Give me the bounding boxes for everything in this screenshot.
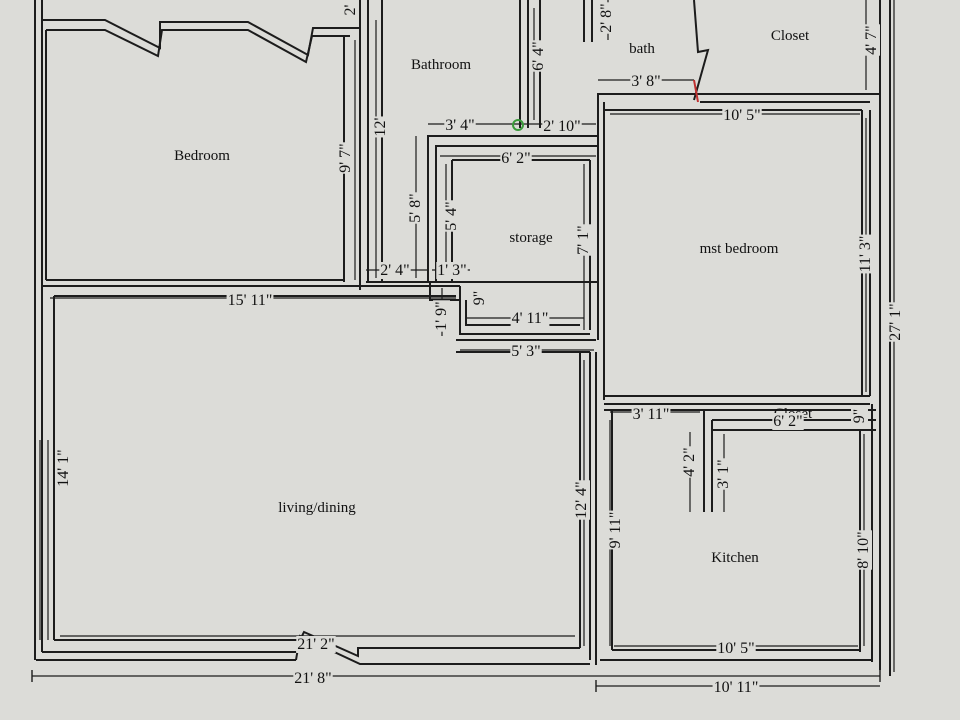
dim-label-bg <box>296 636 336 653</box>
dim-label-bg <box>573 480 590 520</box>
dim-label-bg <box>55 448 72 488</box>
room-storage: storage <box>509 230 553 246</box>
room-master-bedroom: mst bedroom <box>700 241 779 257</box>
dim-label: 1' 9" <box>433 301 450 330</box>
walls <box>34 0 891 676</box>
dim-label-bg <box>631 406 671 423</box>
dim-label: 3' 8" <box>631 73 660 90</box>
dim-label-bg <box>226 292 274 309</box>
dim-label-bg <box>436 262 468 279</box>
dim-label: 5' 4" <box>443 201 460 230</box>
dim-label-bg <box>443 200 460 232</box>
dim-label: 4' 2" <box>681 447 698 476</box>
dim-label-bg <box>530 40 547 72</box>
dim-label: 3' 11" <box>633 406 670 423</box>
dim-label: 10' 5" <box>717 640 754 657</box>
dim-label: 15' 11" <box>228 292 273 309</box>
dim-label: 5' 3" <box>511 343 540 360</box>
dim-label: 2' 10" <box>543 118 580 135</box>
dim-label-bg <box>293 670 333 687</box>
dim-label: 7' 1" <box>575 225 592 254</box>
dim-label-bg <box>379 262 411 279</box>
dim-label-bg <box>630 73 662 90</box>
red-door-mark <box>693 79 699 103</box>
dim-label: 10' 11" <box>714 679 759 696</box>
dim-label: 2' <box>342 4 359 15</box>
dim-label-bg <box>542 118 582 135</box>
dim-label-bg <box>712 679 760 696</box>
dim-label: 5' 8" <box>407 193 424 222</box>
dim-label: 12' 4" <box>573 481 590 518</box>
dim-label-bg <box>510 343 542 360</box>
dim-label: 8' 10" <box>855 531 872 568</box>
dim-label-bg <box>444 117 476 134</box>
dim-label-bg <box>772 413 804 430</box>
room-bathroom: Bathroom <box>411 57 471 73</box>
dim-label: 3' 4" <box>445 117 474 134</box>
dim-label-bg <box>510 310 550 327</box>
room-bath: bath <box>629 41 655 57</box>
room-living-dining: living/dining <box>278 500 356 516</box>
dim-label: 2' 4" <box>380 262 409 279</box>
dim-label: 9' 11" <box>607 512 624 549</box>
dim-label: 9" <box>471 291 488 306</box>
dim-label-bg <box>681 446 698 478</box>
dim-label: 10' 5" <box>723 107 760 124</box>
dim-label-bg <box>887 302 904 342</box>
dimension-labels: 3' 4" 2' 10" 3' 8" 10' 5" 6' 2" 2' 4" 1'… <box>55 2 904 696</box>
dim-label-bg <box>607 510 624 550</box>
dim-label-bg <box>715 458 732 490</box>
dim-label-bg <box>575 224 592 256</box>
dimension-lines <box>31 0 895 692</box>
dim-label: 3' 1" <box>715 459 732 488</box>
dim-label: 6' 4" <box>530 41 547 70</box>
room-closet-top: Closet <box>771 28 810 44</box>
dim-label-bg <box>598 2 615 34</box>
room-bedroom: Bedroom <box>174 148 230 164</box>
dim-label: 6' 2" <box>501 150 530 167</box>
green-marker <box>512 119 524 131</box>
dim-label-bg <box>857 234 874 274</box>
dim-label: 9" <box>851 409 868 424</box>
dim-label-bg <box>863 24 880 56</box>
dim-label-bg <box>855 530 872 570</box>
dim-label: 2' 8" <box>598 3 615 32</box>
dim-label: 4' 11" <box>512 310 549 327</box>
dim-label-bg <box>433 300 450 332</box>
dim-label-bg <box>337 142 354 174</box>
dim-label: 14' 1" <box>55 449 72 486</box>
dim-label: 1' 3" <box>437 262 466 279</box>
dim-label-bg <box>407 192 424 224</box>
dim-label: 6' 2" <box>773 413 802 430</box>
room-kitchen: Kitchen <box>711 550 759 566</box>
dim-label-bg <box>471 289 488 307</box>
dim-label: 21' 2" <box>297 636 334 653</box>
dim-label: 12' <box>372 117 389 136</box>
dim-label: 11' 3" <box>857 236 874 273</box>
dim-label: 9' 7" <box>337 143 354 172</box>
dim-label-bg <box>716 640 756 657</box>
dim-label-bg <box>851 407 868 425</box>
dim-label: 21' 8" <box>294 670 331 687</box>
dim-label-bg <box>372 116 389 138</box>
dim-label-bg <box>722 107 762 124</box>
dim-label-bg <box>342 3 359 17</box>
dim-label: 4' 7" <box>863 25 880 54</box>
dim-label-bg <box>500 150 532 167</box>
dim-label: 27' 1" <box>887 303 904 340</box>
